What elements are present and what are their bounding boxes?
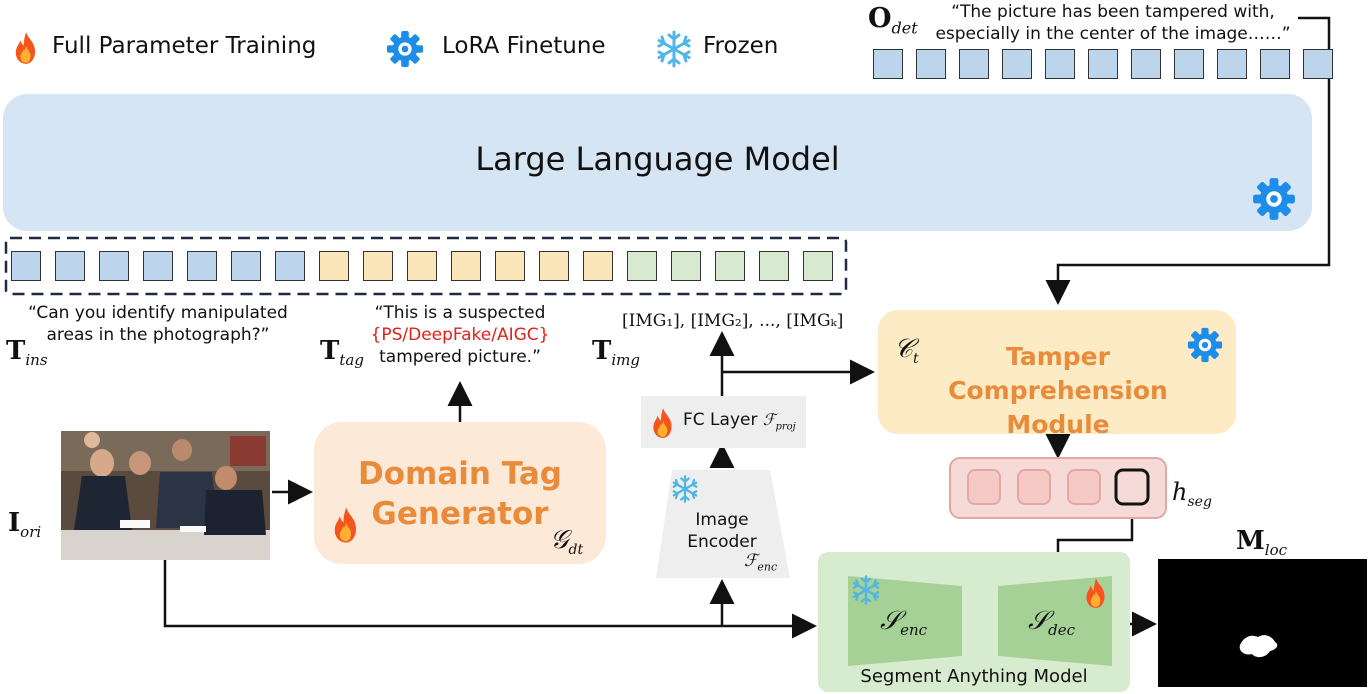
- mask-output: [1158, 559, 1367, 687]
- input-token-container: [4, 236, 848, 296]
- dtg-box: [314, 422, 606, 564]
- tag-token: [319, 251, 349, 281]
- output-token: [1174, 49, 1204, 79]
- mask-symbol: Mloc: [1236, 526, 1288, 560]
- instruction-token: [11, 251, 41, 281]
- output-token: [916, 49, 946, 79]
- tag-token: [539, 251, 569, 281]
- tag-quote: “This is a suspected {PS/DeepFake/AIGC} …: [370, 303, 550, 367]
- image-token: [715, 251, 745, 281]
- instruction-token: [55, 251, 85, 281]
- output-token: [1260, 49, 1290, 79]
- llm-gear-icon: [1253, 178, 1295, 220]
- sam-title: Segment Anything Model: [860, 666, 1088, 687]
- tag-token: [495, 251, 525, 281]
- gear-icon: [386, 30, 424, 68]
- tag-token: [363, 251, 393, 281]
- fc-layer-label: FC Layer ℱproj: [683, 410, 796, 433]
- legend-lora: LoRA Finetune: [442, 33, 606, 59]
- image-token: [671, 251, 701, 281]
- output-token: [1131, 49, 1161, 79]
- output-token: [1045, 49, 1075, 79]
- image-to-sam-arrow: [163, 560, 817, 639]
- dtg-symbol: 𝒢dt: [550, 525, 584, 559]
- image-encoder-symbol: ℱenc: [744, 551, 778, 574]
- tag-token: [583, 251, 613, 281]
- instruction-token: [143, 251, 173, 281]
- snowflake-icon: [657, 30, 691, 68]
- tag-token: [407, 251, 437, 281]
- legend-lora-label: LoRA Finetune: [442, 33, 606, 59]
- output-token: [1088, 49, 1118, 79]
- tag-symbol: Ttag: [320, 336, 364, 370]
- sam-encoder-shape: [848, 576, 962, 666]
- legend-frozen-label: Frozen: [703, 33, 779, 59]
- img-symbol: Timg: [592, 336, 640, 370]
- sam-dec-label: 𝒮dec: [1028, 606, 1076, 640]
- sam-enc-label: 𝒮enc: [880, 606, 928, 640]
- image-encoder-label: Image Encoder: [687, 510, 757, 552]
- image-encoder-shape: [656, 470, 790, 578]
- instruction-token: [187, 251, 217, 281]
- instruction-token: [231, 251, 261, 281]
- instruction-token: [99, 251, 129, 281]
- hseg-box: [949, 457, 1167, 519]
- fire-icon: [15, 32, 36, 64]
- dtg-title: Domain Tag Generator: [358, 456, 562, 532]
- legend-full-param: Full Parameter Training: [52, 33, 316, 59]
- hseg-label: hseg: [1172, 478, 1212, 510]
- sam-decoder-shape: [998, 576, 1112, 666]
- ins-symbol: Tins: [6, 336, 48, 370]
- img-tokens-text: [IMG₁], [IMG₂], ..., [IMGₖ]: [622, 311, 844, 331]
- llm-box: [3, 94, 1312, 231]
- output-token: [1217, 49, 1247, 79]
- image-token: [759, 251, 789, 281]
- output-text: “The picture has been tampered with, esp…: [935, 2, 1291, 44]
- ins-quote: “Can you identify manipulated areas in t…: [28, 303, 288, 345]
- output-token: [959, 49, 989, 79]
- legend-full-param-label: Full Parameter Training: [52, 33, 317, 59]
- output-to-tcm-arrow: [1045, 16, 1331, 305]
- output-token: [1303, 49, 1333, 79]
- instruction-token: [275, 251, 305, 281]
- output-token: [873, 49, 903, 79]
- legend-frozen: Frozen: [703, 33, 778, 59]
- image-symbol: Iori: [8, 508, 42, 542]
- tcm-title: Tamper Comprehension Module: [948, 342, 1168, 439]
- llm-title: Large Language Model: [475, 140, 840, 178]
- output-token: [1002, 49, 1032, 79]
- tcm-symbol: 𝒞t: [894, 334, 919, 368]
- input-photo: [61, 431, 270, 560]
- tag-token: [451, 251, 481, 281]
- output-symbol: Odet: [868, 3, 918, 38]
- image-token: [803, 251, 833, 281]
- seg-token: [1114, 468, 1150, 506]
- image-token: [627, 251, 657, 281]
- tcm-box: [878, 310, 1236, 434]
